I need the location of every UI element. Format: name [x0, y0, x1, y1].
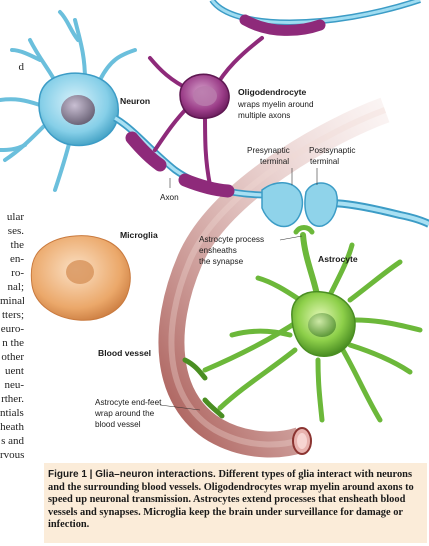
label-microglia: Microglia [120, 230, 158, 240]
body-text-line: ses. [7, 225, 24, 237]
label-postsynaptic-1: Postsynaptic [309, 146, 355, 155]
myelin-segment [125, 131, 167, 172]
label-end-feet-2: wrap around the [94, 409, 155, 418]
body-text-line: minal [0, 295, 24, 307]
body-text-fragment: ular ses. the en- ro- nal; minal tters; … [0, 210, 24, 462]
astrocyte-synapse-process [300, 232, 321, 303]
label-neuron: Neuron [120, 96, 150, 106]
label-astrocyte-process-3: the synapse [199, 257, 244, 266]
presynaptic-terminal [261, 182, 304, 228]
label-astrocyte-process-1: Astrocyte process [199, 235, 264, 244]
body-text-line: ular [6, 211, 24, 223]
label-end-feet-1: Astrocyte end-feet [95, 398, 162, 407]
label-oligodendrocyte-desc-2: multiple axons [238, 111, 290, 120]
label-postsynaptic-2: terminal [310, 157, 339, 166]
label-presynaptic-1: Presynaptic [247, 146, 290, 155]
body-text-line: rther. [1, 393, 24, 405]
figure-caption: Figure 1 | Glia–neuron interactions. Dif… [44, 463, 427, 543]
blood-vessel [158, 97, 390, 458]
caption-text: Different types of glia interact with ne… [48, 469, 414, 531]
caption-title: Figure 1 | Glia–neuron interactions. [48, 469, 216, 480]
body-text-line: n the [2, 337, 24, 349]
body-text-line: nal; [7, 281, 25, 293]
body-text-line: rvous [0, 449, 24, 461]
body-text-fragment-top: d [0, 60, 25, 74]
body-text-line: ro- [11, 267, 24, 279]
oligodendrocyte-nucleus [193, 86, 217, 106]
label-oligodendrocyte: Oligodendrocyte [238, 87, 307, 97]
body-text-line: other [1, 351, 24, 363]
label-astrocyte-process-2: ensheaths [199, 246, 237, 255]
label-axon: Axon [160, 193, 179, 202]
body-text-line: euro- [0, 323, 24, 335]
label-oligodendrocyte-desc-1: wraps myelin around [237, 100, 314, 109]
body-text-line: the [10, 239, 24, 251]
leader-lines [159, 168, 318, 411]
astrocyte-end-foot [182, 357, 208, 381]
astrocyte-end-foot [202, 397, 225, 419]
label-end-feet-3: blood vessel [95, 420, 141, 429]
body-text-line: heath [0, 421, 24, 433]
label-blood-vessel: Blood vessel [98, 348, 151, 358]
body-text-line: en- [9, 253, 24, 265]
body-text-line: uent [5, 365, 24, 377]
body-text-line: tters; [2, 309, 24, 321]
astrocyte-processes [202, 242, 423, 423]
neuron-nucleus [61, 95, 95, 125]
body-text-line: neu- [4, 379, 24, 391]
body-text-line: s and [1, 435, 24, 447]
body-text-line: ntials, [0, 407, 24, 419]
label-presynaptic-2: terminal [260, 157, 289, 166]
microglia-nucleus [66, 260, 94, 284]
myelin-segment [178, 173, 235, 198]
label-astrocyte: Astrocyte [318, 254, 358, 264]
body-text-line: d [18, 61, 25, 73]
postsynaptic-terminal [304, 182, 338, 227]
astrocyte-nucleus [308, 313, 336, 337]
upper-myelin-sheath [239, 14, 326, 36]
